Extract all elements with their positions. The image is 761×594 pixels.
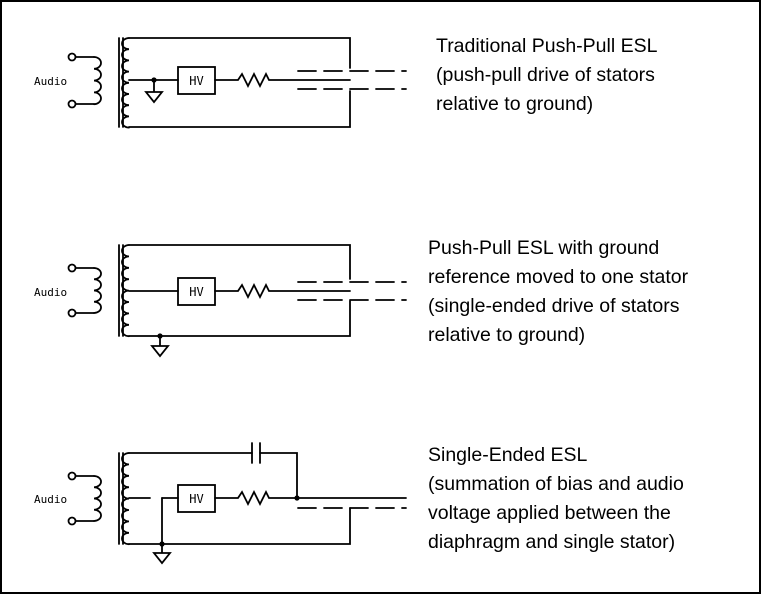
- coupling-capacitor: [251, 442, 261, 464]
- resistor: [214, 489, 407, 507]
- hv-label: HV: [189, 492, 203, 506]
- ground-symbol: [150, 335, 170, 358]
- top-lead: [128, 244, 351, 280]
- bottom-lead: [128, 90, 351, 128]
- description-line: Single-Ended ESL: [428, 444, 588, 466]
- audio-label: Audio: [34, 75, 67, 88]
- bottom-lead: [128, 507, 351, 545]
- audio-label: Audio: [34, 493, 67, 506]
- transformer: [93, 244, 130, 338]
- description-line: (single-ended drive of stators: [428, 295, 680, 317]
- top-lead: [128, 37, 351, 69]
- description-line: relative to ground): [428, 324, 586, 346]
- single-ended-circuit: Audio HV: [34, 442, 407, 565]
- audio-input-terminals: [67, 52, 95, 109]
- audio-input-terminals: [67, 471, 95, 526]
- transformer: [93, 452, 130, 546]
- description-line: relative to ground): [436, 93, 594, 115]
- hv-label: HV: [189, 74, 203, 88]
- audio-input-terminals: [67, 263, 95, 318]
- ground-symbol: [144, 79, 164, 104]
- description-single-ended: Single-Ended ESL (summation of bias and …: [428, 441, 684, 557]
- resistor: [214, 71, 351, 89]
- description-line: Push-Pull ESL with ground: [428, 237, 660, 259]
- traditional-push-pull-circuit: Audio HV: [34, 37, 407, 129]
- resistor: [214, 282, 351, 300]
- ground-moved-push-pull-circuit: Audio HV: [34, 244, 407, 358]
- description-line: voltage applied between the: [428, 502, 671, 524]
- description-traditional: Traditional Push-Pull ESL (push-pull dri…: [436, 32, 657, 119]
- description-line: Traditional Push-Pull ESL: [436, 35, 658, 57]
- description-line: reference moved to one stator: [428, 266, 689, 288]
- transformer: [93, 37, 130, 129]
- top-lead: [128, 452, 298, 499]
- description-ground-moved: Push-Pull ESL with ground reference move…: [428, 234, 688, 350]
- ground-symbol: [152, 543, 172, 565]
- description-line: diaphragm and single stator): [428, 531, 676, 553]
- junction-dot: [294, 495, 300, 501]
- bottom-lead: [128, 300, 351, 337]
- description-line: (summation of bias and audio: [428, 473, 684, 495]
- description-line: (push-pull drive of stators: [436, 64, 655, 86]
- hv-label: HV: [189, 285, 203, 299]
- audio-label: Audio: [34, 286, 67, 299]
